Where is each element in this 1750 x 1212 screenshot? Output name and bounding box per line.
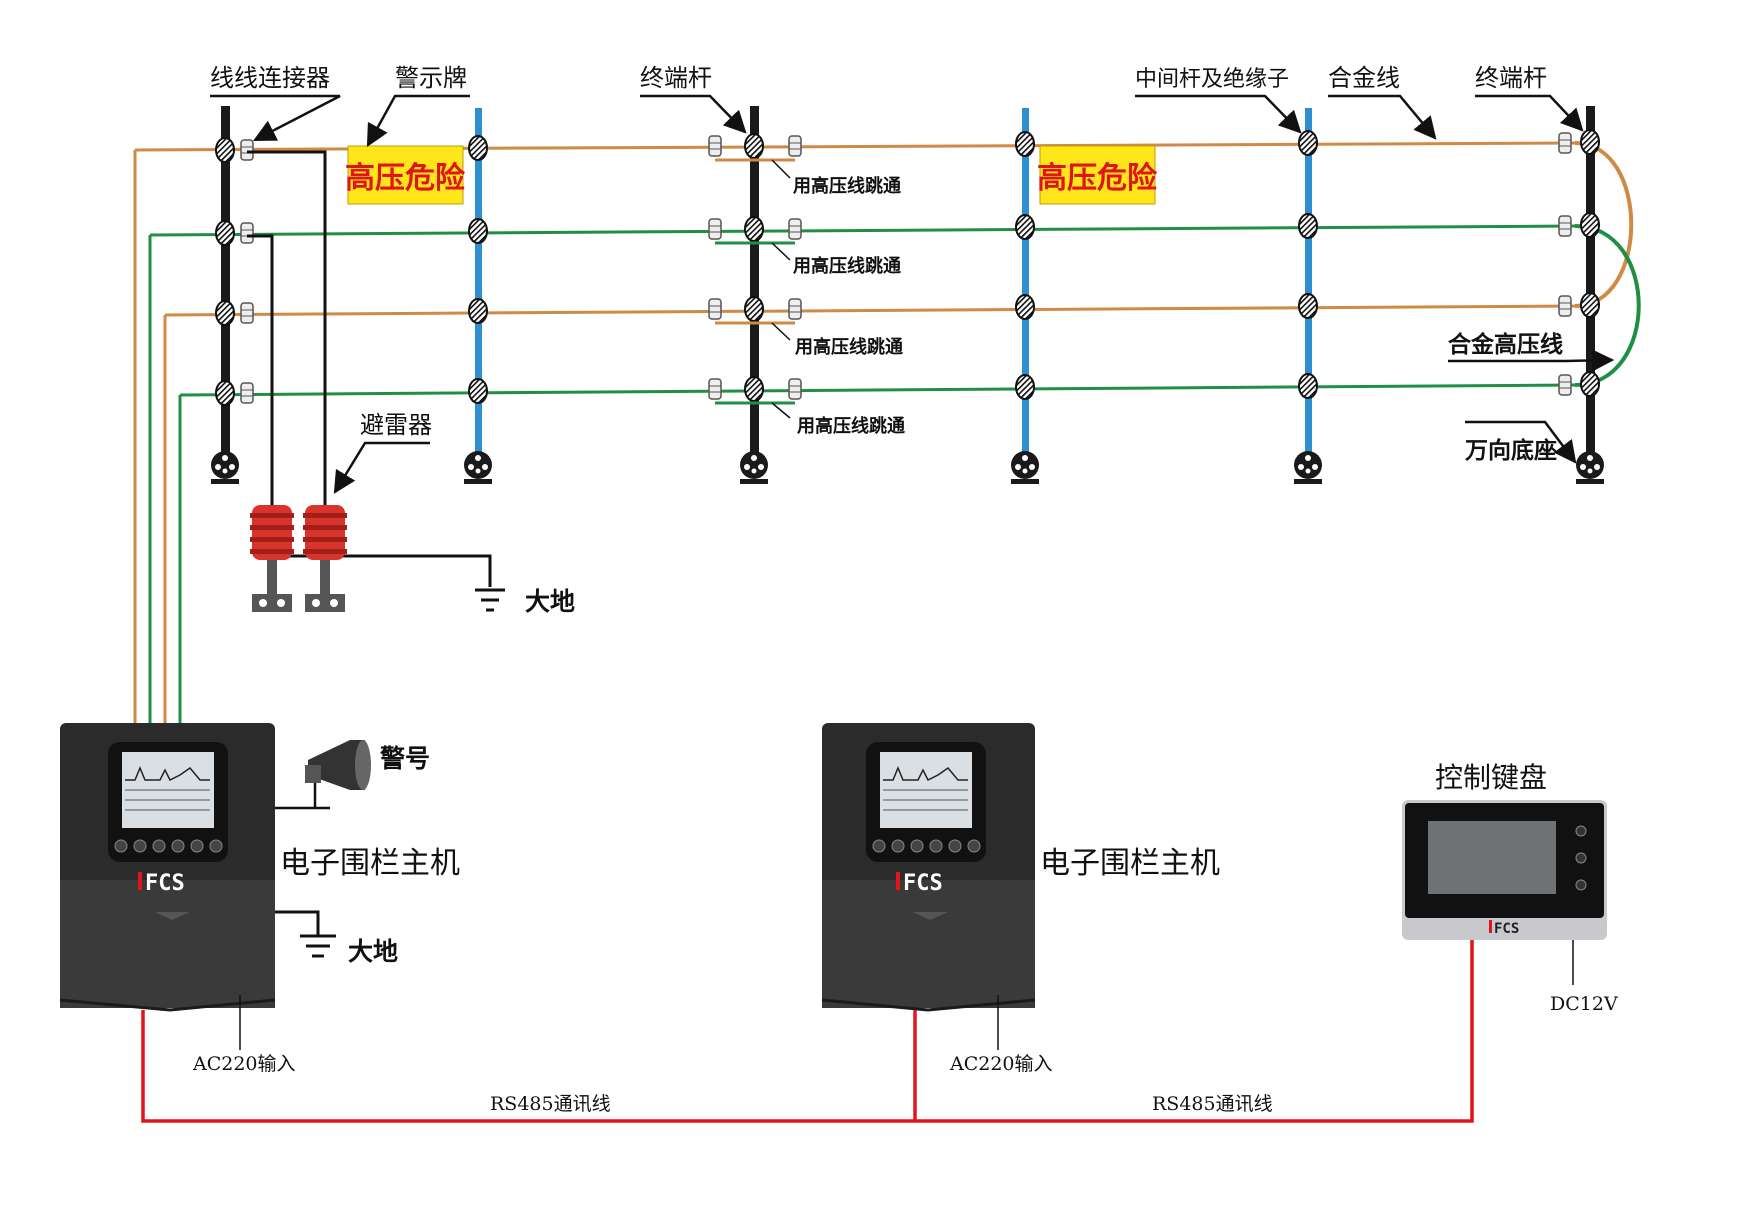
ground-symbol-top: [475, 588, 505, 612]
ground-label-top: 大地: [525, 587, 575, 616]
label-alloy-hv-wire: 合金高压线: [1448, 331, 1563, 358]
ground-label-bottom: 大地: [348, 937, 398, 966]
label-end-pole-right: 终端杆: [1475, 64, 1547, 92]
mid-pole-3: [1294, 108, 1322, 484]
mid-pole-2: [1011, 108, 1039, 484]
terminal-pole-right: [1558, 106, 1604, 484]
wire-3-orange: [164, 304, 1576, 317]
label-rs485-2: RS485通讯线: [1152, 1093, 1273, 1115]
keyboard-brand: FCS: [1494, 921, 1519, 937]
host-2-brand: FCS: [903, 871, 943, 896]
ground-symbol-bottom: [275, 910, 336, 958]
warning-sign-2: 高压危险: [1037, 145, 1158, 205]
host-1-brand: FCS: [145, 871, 185, 896]
label-dc12v: DC12V: [1550, 993, 1618, 1015]
terminal-pole-left: [211, 106, 254, 484]
label-ac-input-1: AC220输入: [192, 1053, 296, 1075]
fence-host-2: FCS: [821, 723, 1036, 1012]
label-alloy-wire: 合金线: [1328, 64, 1400, 92]
wire-4-green: [179, 383, 1576, 397]
label-warning-sign: 警示牌: [395, 64, 467, 92]
lightning-arrester: [250, 505, 347, 612]
warning-sign-2-text: 高压危险: [1037, 161, 1158, 196]
fence-poles: [211, 106, 1604, 484]
control-keyboard: FCS: [1402, 800, 1607, 940]
fence-wires: [133, 141, 1641, 725]
label-mid-pole-insulator: 中间杆及绝缘子: [1135, 67, 1289, 92]
label-end-pole-left: 终端杆: [640, 64, 712, 92]
mid-pole-1: [464, 108, 492, 484]
label-keyboard: 控制键盘: [1435, 761, 1547, 794]
jumper-label-2: 用高压线跳通: [793, 255, 901, 277]
label-wire-connector: 线线连接器: [210, 64, 330, 92]
fence-host-1: FCS: [59, 723, 276, 1012]
rs485-bus: [141, 940, 1474, 1123]
wire-2-green: [149, 224, 1576, 237]
warning-sign-1-text: 高压危险: [345, 161, 466, 196]
label-rs485-1: RS485通讯线: [490, 1093, 611, 1115]
label-universal-base: 万向底座: [1465, 437, 1557, 464]
label-siren: 警号: [379, 744, 430, 773]
siren-icon: [305, 740, 371, 808]
jumper-label-4: 用高压线跳通: [797, 415, 905, 437]
jumper-label-3: 用高压线跳通: [795, 336, 903, 358]
label-host-1: 电子围栏主机: [280, 846, 460, 881]
jumper-labels: 用高压线跳通 用高压线跳通 用高压线跳通 用高压线跳通: [771, 159, 905, 437]
label-host-2: 电子围栏主机: [1040, 846, 1220, 881]
terminal-pole-middle: [708, 106, 802, 484]
label-lightning-arrester: 避雷器: [360, 411, 432, 439]
jumper-label-1: 用高压线跳通: [793, 175, 901, 197]
warning-sign-1: 高压危险: [345, 145, 466, 205]
label-ac-input-2: AC220输入: [949, 1053, 1053, 1075]
